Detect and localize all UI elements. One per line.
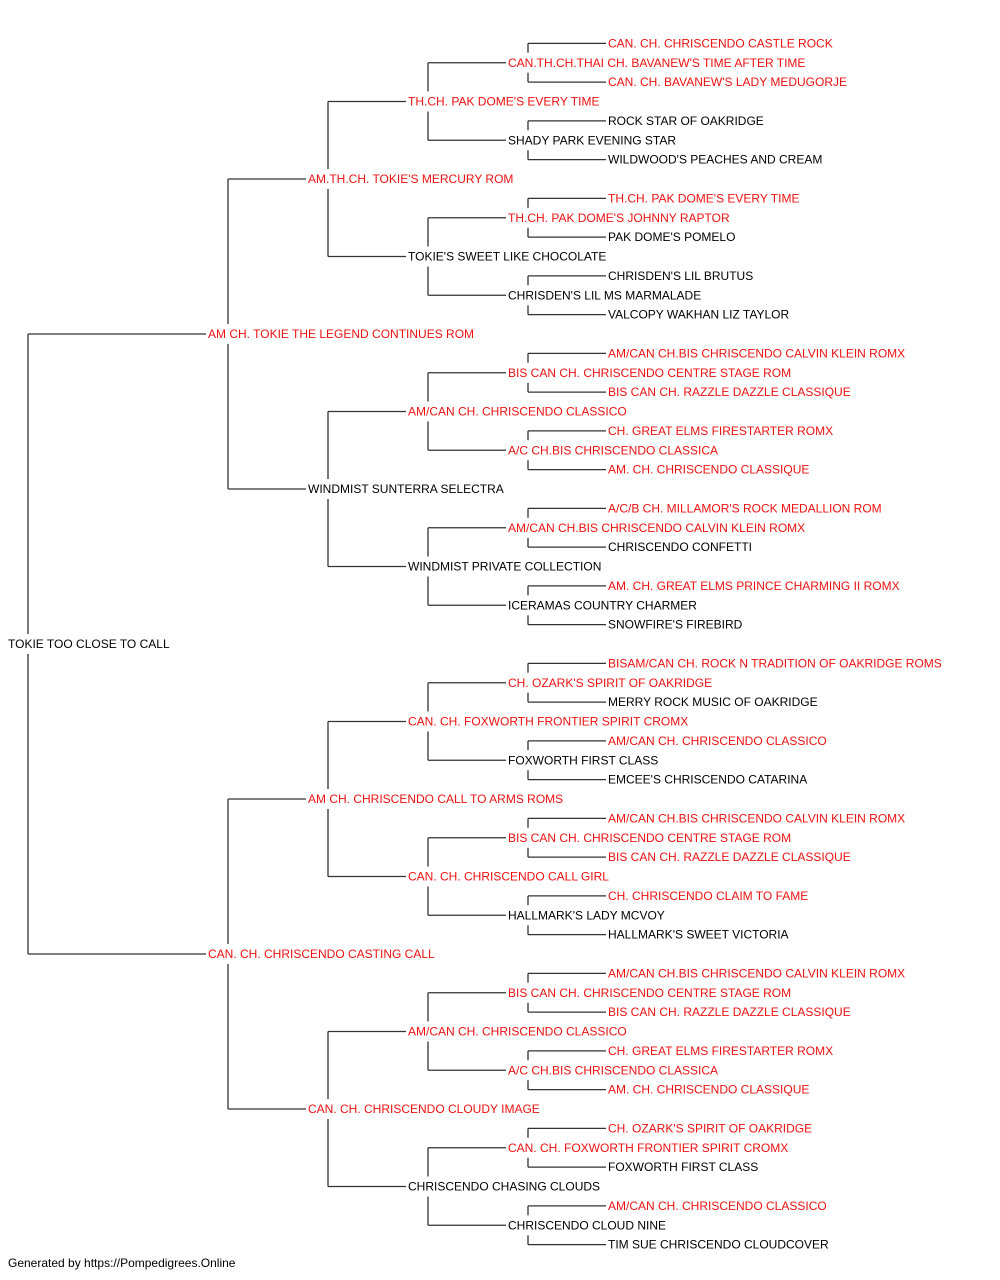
ancestor-name: TH.CH. PAK DOME'S EVERY TIME xyxy=(608,191,799,205)
ancestor-name: CHRISDEN'S LIL MS MARMALADE xyxy=(508,288,701,302)
ancestor-name: AM. CH. GREAT ELMS PRINCE CHARMING II RO… xyxy=(608,579,900,593)
ancestor-name: TH.CH. PAK DOME'S EVERY TIME xyxy=(408,95,599,109)
ancestor-name: AM CH. TOKIE THE LEGEND CONTINUES ROM xyxy=(208,327,474,341)
ancestor-name: AM/CAN CH. CHRISCENDO CLASSICO xyxy=(408,1025,627,1039)
ancestor-name: CAN. CH. CHRISCENDO CALL GIRL xyxy=(408,870,609,884)
ancestor-name: CHRISCENDO CLOUD NINE xyxy=(508,1218,666,1232)
pedigree-labels: TOKIE TOO CLOSE TO CALL AM CH. TOKIE THE … xyxy=(8,36,942,1251)
ancestor-name: AM/CAN CH. CHRISCENDO CLASSICO xyxy=(608,1199,827,1213)
ancestor-name: BIS CAN CH. RAZZLE DAZZLE CLASSIQUE xyxy=(608,1005,851,1019)
ancestor-name: FOXWORTH FIRST CLASS xyxy=(608,1160,758,1174)
ancestor-name: ROCK STAR OF OAKRIDGE xyxy=(608,114,764,128)
ancestor-name: CAN. CH. CHRISCENDO CASTLE ROCK xyxy=(608,36,833,50)
ancestor-name: A/C/B CH. MILLAMOR'S ROCK MEDALLION ROM xyxy=(608,501,882,515)
ancestor-name: AM/CAN CH. CHRISCENDO CLASSICO xyxy=(408,405,627,419)
ancestor-name: BIS CAN CH. RAZZLE DAZZLE CLASSIQUE xyxy=(608,385,851,399)
ancestor-name: VALCOPY WAKHAN LIZ TAYLOR xyxy=(608,308,789,322)
ancestor-name: SHADY PARK EVENING STAR xyxy=(508,133,676,147)
ancestor-name: AM/CAN CH.BIS CHRISCENDO CALVIN KLEIN RO… xyxy=(608,346,905,360)
ancestor-name: MERRY ROCK MUSIC OF OAKRIDGE xyxy=(608,695,818,709)
ancestor-name: CHRISDEN'S LIL BRUTUS xyxy=(608,269,753,283)
ancestor-name: AM/CAN CH. CHRISCENDO CLASSICO xyxy=(608,734,827,748)
ancestor-name: CH. GREAT ELMS FIRESTARTER ROMX xyxy=(608,424,833,438)
ancestor-name: TOKIE'S SWEET LIKE CHOCOLATE xyxy=(408,250,606,264)
ancestor-name: WINDMIST PRIVATE COLLECTION xyxy=(408,560,601,574)
ancestor-name: TIM SUE CHRISCENDO CLOUDCOVER xyxy=(608,1238,829,1252)
ancestor-name: BISAM/CAN CH. ROCK N TRADITION OF OAKRID… xyxy=(608,656,942,670)
ancestor-name: BIS CAN CH. CHRISCENDO CENTRE STAGE ROM xyxy=(508,366,791,380)
ancestor-name: AM/CAN CH.BIS CHRISCENDO CALVIN KLEIN RO… xyxy=(508,521,805,535)
ancestor-name: AM/CAN CH.BIS CHRISCENDO CALVIN KLEIN RO… xyxy=(608,966,905,980)
ancestor-name: A/C CH.BIS CHRISCENDO CLASSICA xyxy=(508,443,718,457)
ancestor-name: CAN. CH. BAVANEW'S LADY MEDUGORJE xyxy=(608,75,847,89)
ancestor-name: EMCEE'S CHRISCENDO CATARINA xyxy=(608,773,807,787)
ancestor-name: AM.TH.CH. TOKIE'S MERCURY ROM xyxy=(308,172,513,186)
ancestor-name: ICERAMAS COUNTRY CHARMER xyxy=(508,598,697,612)
ancestor-name: CAN.TH.CH.THAI CH. BAVANEW'S TIME AFTER … xyxy=(508,56,805,70)
ancestor-name: BIS CAN CH. CHRISCENDO CENTRE STAGE ROM xyxy=(508,986,791,1000)
ancestor-name: TH.CH. PAK DOME'S JOHNNY RAPTOR xyxy=(508,211,730,225)
pedigree-connectors xyxy=(27,42,606,1246)
ancestor-name: CH. GREAT ELMS FIRESTARTER ROMX xyxy=(608,1044,833,1058)
ancestor-name: BIS CAN CH. CHRISCENDO CENTRE STAGE ROM xyxy=(508,831,791,845)
ancestor-name: CAN. CH. FOXWORTH FRONTIER SPIRIT CROMX xyxy=(508,1141,788,1155)
ancestor-name: HALLMARK'S LADY MCVOY xyxy=(508,908,665,922)
ancestor-name: CH. OZARK'S SPIRIT OF OAKRIDGE xyxy=(608,1121,812,1135)
ancestor-name: CH. CHRISCENDO CLAIM TO FAME xyxy=(608,889,808,903)
ancestor-name: AM. CH. CHRISCENDO CLASSIQUE xyxy=(608,1083,809,1097)
ancestor-name: FOXWORTH FIRST CLASS xyxy=(508,753,658,767)
ancestor-name: SNOWFIRE'S FIREBIRD xyxy=(608,618,743,632)
ancestor-name: CHRISCENDO CONFETTI xyxy=(608,540,752,554)
subject-dog-name: TOKIE TOO CLOSE TO CALL xyxy=(8,637,170,651)
ancestor-name: AM. CH. CHRISCENDO CLASSIQUE xyxy=(608,463,809,477)
ancestor-name: PAK DOME'S POMELO xyxy=(608,230,735,244)
ancestor-name: CHRISCENDO CHASING CLOUDS xyxy=(408,1180,600,1194)
ancestor-name: AM CH. CHRISCENDO CALL TO ARMS ROMS xyxy=(308,792,563,806)
ancestor-name: AM/CAN CH.BIS CHRISCENDO CALVIN KLEIN RO… xyxy=(608,811,905,825)
ancestor-name: HALLMARK'S SWEET VICTORIA xyxy=(608,928,789,942)
ancestor-name: CH. OZARK'S SPIRIT OF OAKRIDGE xyxy=(508,676,712,690)
ancestor-name: WILDWOOD'S PEACHES AND CREAM xyxy=(608,153,822,167)
ancestor-name: CAN. CH. FOXWORTH FRONTIER SPIRIT CROMX xyxy=(408,715,688,729)
ancestor-name: BIS CAN CH. RAZZLE DAZZLE CLASSIQUE xyxy=(608,850,851,864)
ancestor-name: CAN. CH. CHRISCENDO CASTING CALL xyxy=(208,947,435,961)
ancestor-name: WINDMIST SUNTERRA SELECTRA xyxy=(308,482,504,496)
ancestor-name: A/C CH.BIS CHRISCENDO CLASSICA xyxy=(508,1063,718,1077)
footer-credit: Generated by https://Pompedigrees.Online xyxy=(8,1256,236,1270)
ancestor-name: CAN. CH. CHRISCENDO CLOUDY IMAGE xyxy=(308,1102,540,1116)
